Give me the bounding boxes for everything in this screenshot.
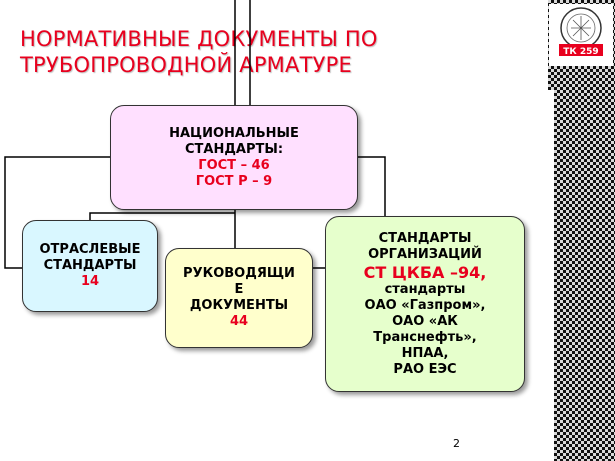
industry-count: 14 <box>80 274 100 289</box>
organization-standards-box: СТАНДАРТЫ ОРГАНИЗАЦИЙ СТ ЦКБА –94, станд… <box>325 216 525 392</box>
industry-line-1: ОТРАСЛЕВЫЕ <box>39 242 141 257</box>
organization-line-1: СТАНДАРТЫ <box>378 230 472 246</box>
guidance-line-2: Е <box>234 282 244 297</box>
national-line-1: НАЦИОНАЛЬНЫЕ <box>169 125 299 141</box>
organization-line-7: Транснефть», <box>373 329 477 345</box>
connector-lines <box>4 0 386 269</box>
guidance-line-1: РУКОВОДЯЩИ <box>183 266 295 281</box>
title-line-1: НОРМАТИВНЫЕ ДОКУМЕНТЫ ПО <box>20 27 378 51</box>
organization-line-2: ОРГАНИЗАЦИЙ <box>368 246 482 262</box>
national-line-2: СТАНДАРТЫ: <box>184 141 284 157</box>
connector-national-organization <box>358 156 386 216</box>
industry-line-2: СТАНДАРТЫ <box>43 258 137 273</box>
organization-line-6: ОАО «АК <box>392 313 458 329</box>
organization-line-5: ОАО «Газпром», <box>364 297 486 313</box>
side-divider <box>548 90 554 461</box>
connector-branch-industry <box>89 212 235 220</box>
national-standards-box: НАЦИОНАЛЬНЫЕ СТАНДАРТЫ: ГОСТ – 46 ГОСТ Р… <box>110 105 358 210</box>
guidance-count: 44 <box>229 314 249 329</box>
organization-line-4: стандарты <box>384 281 466 297</box>
industry-standards-box: ОТРАСЛЕВЫЕ СТАНДАРТЫ 14 <box>22 220 158 312</box>
guidance-documents-box: РУКОВОДЯЩИ Е ДОКУМЕНТЫ 44 <box>165 248 313 348</box>
guidance-line-3: ДОКУМЕНТЫ <box>189 298 289 313</box>
organization-ckba-count: СТ ЦКБА –94, <box>363 262 487 282</box>
organization-line-9: РАО ЕЭС <box>393 361 457 377</box>
page-title: НОРМАТИВНЫЕ ДОКУМЕНТЫ ПО ТРУБОПРОВОДНОЙ … <box>20 26 520 78</box>
page-number: 2 <box>453 437 460 450</box>
logo-label: ТК 259 <box>563 47 598 57</box>
tk259-logo-icon: ТК 259 <box>549 4 613 66</box>
connector-national-industry <box>4 156 110 269</box>
decorative-checker-strip <box>548 0 615 461</box>
national-gost-r-count: ГОСТ Р – 9 <box>195 173 273 189</box>
title-line-2: ТРУБОПРОВОДНОЙ АРМАТУРЕ <box>20 53 352 77</box>
organization-line-8: НПАА, <box>401 345 449 361</box>
national-gost-count: ГОСТ – 46 <box>198 157 270 173</box>
